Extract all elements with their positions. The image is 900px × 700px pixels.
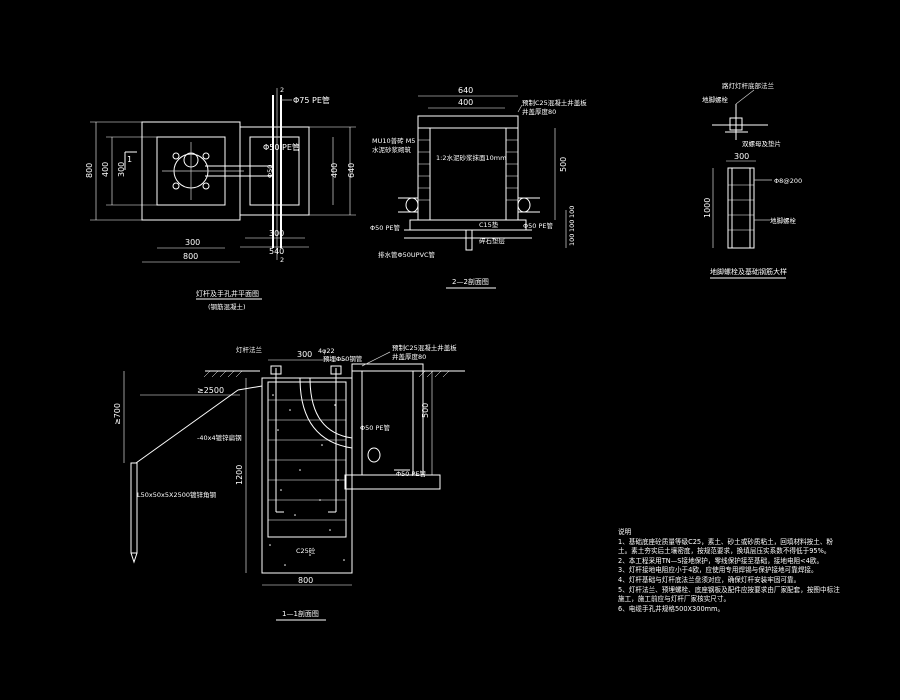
s22-cover-note-2: 井盖厚度80 <box>522 107 556 116</box>
s11-ground-wire: -40x4镀锌扁钢 <box>197 433 242 442</box>
s11-angle-note: L50x50x5X2500镀锌角钢 <box>137 490 216 499</box>
s11-dim-2500: ≥2500 <box>197 386 224 395</box>
note-line: 2、本工程采用TN—S接地保护，零线保护接至基础，接地电阻<4欧。 <box>618 556 824 565</box>
detail-ring-note: 地脚螺栓 <box>770 216 797 225</box>
s22-pipe-left <box>405 197 419 213</box>
s11-conduit <box>299 377 353 449</box>
s22-dim-100b: 100 <box>568 220 576 232</box>
bolt-circle-4 <box>202 182 210 190</box>
s22-pipe-left-label: Φ50 PE管 <box>370 223 400 232</box>
plan-subtitle: (钢筋混凝土) <box>208 302 246 311</box>
bolt-circle-2 <box>202 152 210 160</box>
s22-wall-left <box>417 127 431 221</box>
plan-section-mark: 1 <box>127 155 132 164</box>
detail-rebar-note: Φ8@200 <box>774 177 802 185</box>
s22-dim-500: 500 <box>559 157 568 172</box>
plan-cut-bottom: 2 <box>280 256 284 264</box>
note-line: 1、基础底座砼质量等级C25，素土、砂土或砂质粘土，回填材料按土、粉 <box>618 537 834 546</box>
note-line: 土。素土夯实后土壤密度，按规范要求，换填层压实系数不得低于95%。 <box>618 547 831 556</box>
s11-handhole-wall-left <box>351 370 363 476</box>
plan-dim-300-bottom: 300 <box>185 238 200 247</box>
s11-bolt-right <box>330 365 342 375</box>
s11-bolt-left <box>270 365 282 375</box>
detail-title: 地脚螺栓及基础钢筋大样 <box>710 267 787 276</box>
note-line: 4、灯杆基础与灯杆底法兰盘须对应，确保灯杆安装牢固可靠。 <box>618 575 801 584</box>
s22-pipe-right <box>517 197 531 213</box>
s11-pipe-label: Φ50 PE管 <box>360 423 390 432</box>
plan-dim-400-left: 400 <box>101 162 110 177</box>
note-line: 施工，施工前应与灯杆厂家核实尺寸。 <box>618 595 731 604</box>
note-line: 5、灯杆法兰、预埋螺栓、底座钢板及配件应按要求由厂家配套，按图中标注 <box>618 585 840 594</box>
design-notes: 说明 1、基础底座砼质量等级C25，素土、砂土或砂质粘土，回填材料按土、粉 土。… <box>618 528 898 614</box>
plan-handhole-outline <box>239 126 310 216</box>
s11-pipe-label2: Φ50 PE管 <box>396 469 426 478</box>
s11-dim-500: 500 <box>421 403 430 418</box>
s11-dim-1200: 1200 <box>235 465 244 485</box>
s22-plaster-note: 1:2水泥砂浆抹面10mm <box>436 153 506 162</box>
bolt-circle-1 <box>172 152 180 160</box>
plan-dim-300-handhole: 300 <box>269 229 284 238</box>
detail-dim-300: 300 <box>734 152 749 161</box>
s11-ground-rod <box>130 462 138 554</box>
plan-dim-300-left: 300 <box>117 162 126 177</box>
s11-dim-800: 800 <box>298 576 313 585</box>
s11-cover-note-1: 预制C25混凝土井盖板 <box>392 343 457 352</box>
s11-title: 1—1剖面图 <box>282 609 319 618</box>
plan-title: 灯杆及手孔井平面图 <box>196 289 259 298</box>
plan-dim-800-left: 800 <box>85 163 94 178</box>
s22-dim-100a: 100 <box>568 206 576 218</box>
s11-dim-700: ≥700 <box>113 403 122 425</box>
s22-wall-note-1: MU10普砖 M5 <box>372 136 415 145</box>
plan-cut-top: 2 <box>280 86 284 94</box>
s22-dim-400: 400 <box>458 98 473 107</box>
s11-dim-300: 300 <box>297 350 312 359</box>
anchor-detail: 路灯灯杆底部法兰 地脚螺栓 双螺母及垫片 300 1000 Φ8@200 地脚螺… <box>702 81 802 279</box>
plan-handhole-inner <box>249 136 300 206</box>
bolt-circle-3 <box>172 182 180 190</box>
note-line: 6、电缆手孔井规格500X300mm。 <box>618 604 725 613</box>
s11-cover-note-2: 井盖厚度80 <box>392 352 426 361</box>
notes-heading: 说明 <box>618 528 632 536</box>
s11-cap-note: 灯杆法兰 <box>236 345 263 354</box>
s11-concrete: C25砼 <box>296 546 316 555</box>
plan-view: 800 400 300 1 400 640 300 800 300 540 Φ7… <box>85 86 356 311</box>
s22-wall-right <box>505 127 519 221</box>
s11-rebar-cage <box>267 381 347 538</box>
plan-pipe-vert-label: Φ50 <box>266 165 274 178</box>
s22-cover <box>417 115 519 129</box>
s22-dim-640: 640 <box>458 86 473 95</box>
s22-title: 2—2剖面图 <box>452 277 489 286</box>
s11-bolt-count: 4φ22 <box>318 347 335 355</box>
s11-handhole-base <box>344 474 441 490</box>
note-line: 3、灯杆接地电阻应小于4欧，应使用专用焊锡与保护接地可靠焊接。 <box>618 566 818 575</box>
detail-nut-note: 双螺母及垫片 <box>742 139 781 148</box>
plan-dim-540: 540 <box>269 247 284 256</box>
s22-cover-note-1: 预制C25混凝土井盖板 <box>522 98 587 107</box>
s22-base-note: C15垫 <box>479 220 499 229</box>
plan-dim-640-right: 640 <box>347 163 356 178</box>
s22-base <box>409 219 527 231</box>
s22-bottom-note: 碎石垫层 <box>479 236 506 245</box>
s22-drain-note: 排水管Φ50UPVC管 <box>378 250 436 259</box>
detail-dim-1000: 1000 <box>703 198 712 218</box>
plan-pipe-top-label: Φ75 PE管 <box>293 95 330 105</box>
plan-dim-400-right: 400 <box>330 163 339 178</box>
s22-dim-100c: 100 <box>568 234 576 246</box>
s22-wall-note-2: 水泥砂浆砌筑 <box>372 145 412 154</box>
plan-pipe-mid-label: Φ50 PE管 <box>263 142 300 152</box>
s11-handhole-cover <box>351 363 424 372</box>
s11-handhole-wall-right <box>412 370 424 476</box>
detail-top-note: 路灯灯杆底部法兰 <box>722 81 775 90</box>
detail-cage <box>727 167 755 249</box>
s22-pipe-right-label: Φ50 PE管 <box>523 221 553 230</box>
s11-bolt-note: 预埋Φ50钢管 <box>323 354 363 363</box>
section-2-2: 640 400 预制C25混凝土井盖板 井盖厚度80 MU10普砖 M5 水泥砂… <box>370 86 587 289</box>
detail-bolt-note: 地脚螺栓 <box>702 95 729 104</box>
section-1-1: ≥2500 ≥700 1200 500 300 800 灯杆法兰 4φ22 预埋… <box>113 343 465 621</box>
s22-drain <box>465 229 473 251</box>
plan-dim-800-bottom: 800 <box>183 252 198 261</box>
s11-pipe-circle <box>367 447 381 463</box>
notes-lines: 1、基础底座砼质量等级C25，素土、砂土或砂质粘土，回填材料按土、粉 土。素土夯… <box>618 538 898 615</box>
